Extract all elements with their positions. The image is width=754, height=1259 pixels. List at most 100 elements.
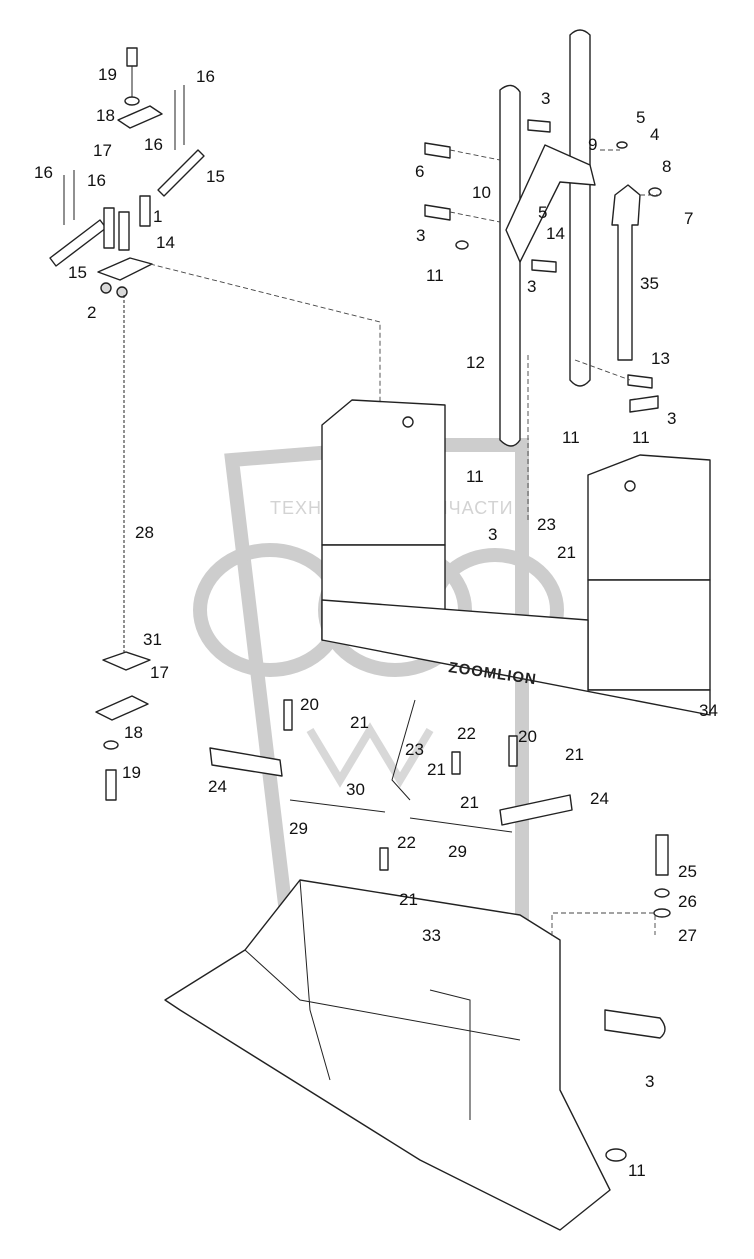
callout-16-d: 16 (87, 171, 106, 190)
clip-11-frame (605, 1148, 627, 1162)
frame-outline (164, 879, 611, 1231)
callout-15-bottom: 15 (68, 263, 87, 282)
pin-35 (611, 184, 641, 361)
callout-16-c: 16 (34, 163, 53, 182)
callout-23-top: 23 (537, 515, 556, 534)
callout-21-e: 21 (399, 890, 418, 909)
callout-15-top: 15 (206, 167, 225, 186)
pin-3-frame (604, 1009, 666, 1039)
callout-13: 13 (651, 349, 670, 368)
bolt-19-bottom (105, 769, 117, 801)
pin-left-b (118, 211, 130, 251)
washer-26 (654, 888, 670, 898)
callout-22-bottom: 22 (397, 833, 416, 852)
callout-4: 4 (650, 125, 659, 144)
callout-25: 25 (678, 862, 697, 881)
callout-3-left: 3 (416, 226, 425, 245)
callout-21-b: 21 (427, 760, 446, 779)
bar-29-right (409, 817, 513, 833)
pin-20-left (283, 699, 293, 731)
callout-3-center: 3 (488, 525, 497, 544)
callout-9: 9 (588, 135, 597, 154)
callout-24-right: 24 (590, 789, 609, 808)
callout-18-top: 18 (96, 106, 115, 125)
callout-22-top: 22 (457, 724, 476, 743)
callout-7: 7 (684, 209, 693, 228)
pin-3-right (629, 395, 659, 413)
callout-11-c: 11 (632, 428, 650, 447)
callout-17-top: 17 (93, 141, 112, 160)
wheat-icon (306, 722, 434, 788)
callout-27: 27 (678, 926, 697, 945)
callout-23-mid: 23 (405, 740, 424, 759)
washer-8 (648, 187, 662, 197)
bar-29-left (289, 799, 386, 813)
callout-20-left: 20 (300, 695, 319, 714)
callout-14-left: 14 (156, 233, 175, 252)
callout-20-right: 20 (518, 727, 537, 746)
callout-21-a: 21 (350, 713, 369, 732)
callout-11-a: 11 (426, 266, 444, 285)
nut-2-b (116, 286, 128, 298)
callout-21-d: 21 (460, 793, 479, 812)
callout-19-bottom: 19 (122, 763, 141, 782)
bolt-25 (655, 834, 669, 876)
counterweight-base (321, 599, 711, 716)
callout-16-b: 16 (144, 135, 163, 154)
callout-18-bottom: 18 (124, 723, 143, 742)
callout-29-left: 29 (289, 819, 308, 838)
leader-14 (149, 263, 381, 420)
pin-15-lower (49, 219, 107, 267)
callout-12: 12 (466, 353, 485, 372)
pin-left-a (103, 207, 115, 249)
counterweight-right-block (587, 454, 711, 581)
callout-21-c: 21 (565, 745, 584, 764)
callout-3-top: 3 (541, 89, 550, 108)
nut-2-a (100, 282, 112, 294)
counterweight-left-block (321, 399, 446, 546)
pin-24-left (209, 747, 283, 777)
pin-22-top (451, 751, 461, 775)
callout-24-left: 24 (208, 777, 227, 796)
callout-1: 1 (153, 207, 162, 226)
washer-18-top (124, 96, 140, 106)
plate-17-top (117, 105, 163, 129)
plate-14 (97, 257, 153, 281)
washer-18-bottom (103, 740, 119, 750)
callout-30: 30 (346, 780, 365, 799)
pin-24-right (499, 794, 573, 826)
washer-5 (616, 141, 628, 149)
lower-assembly (209, 699, 573, 871)
pin-6 (424, 142, 451, 159)
pin-15-upper (157, 149, 205, 197)
callout-19-top: 19 (98, 65, 117, 84)
pin-3-mid (531, 259, 557, 273)
callout-10: 10 (472, 183, 491, 202)
callout-17-bottom: 17 (150, 663, 169, 682)
callout-3-frame: 3 (645, 1072, 654, 1091)
pin-3-left (424, 204, 451, 221)
plate-17-bottom (95, 695, 149, 721)
bracket-9 (505, 144, 596, 263)
callout-5-mid: 5 (538, 203, 547, 222)
callout-34: 34 (699, 701, 718, 720)
bolt-19-top (126, 47, 138, 67)
pin-3-top (527, 119, 551, 133)
handle-30 (391, 699, 416, 801)
washer-27 (653, 908, 671, 918)
pin-20-right (508, 735, 518, 767)
callout-33: 33 (422, 926, 441, 945)
callout-11-b: 11 (562, 428, 580, 447)
callout-6: 6 (415, 162, 424, 181)
chain-assembly (49, 47, 205, 801)
callout-11-frame: 11 (628, 1161, 646, 1180)
callout-3-right: 3 (667, 409, 676, 428)
callout-11-d: 11 (466, 467, 484, 486)
callout-31: 31 (143, 630, 162, 649)
counterweight-34: ZOOMLION (321, 399, 711, 716)
pin-22-bottom (379, 847, 389, 871)
callout-35: 35 (640, 274, 659, 293)
callout-8: 8 (662, 157, 671, 176)
callout-2: 2 (87, 303, 96, 322)
